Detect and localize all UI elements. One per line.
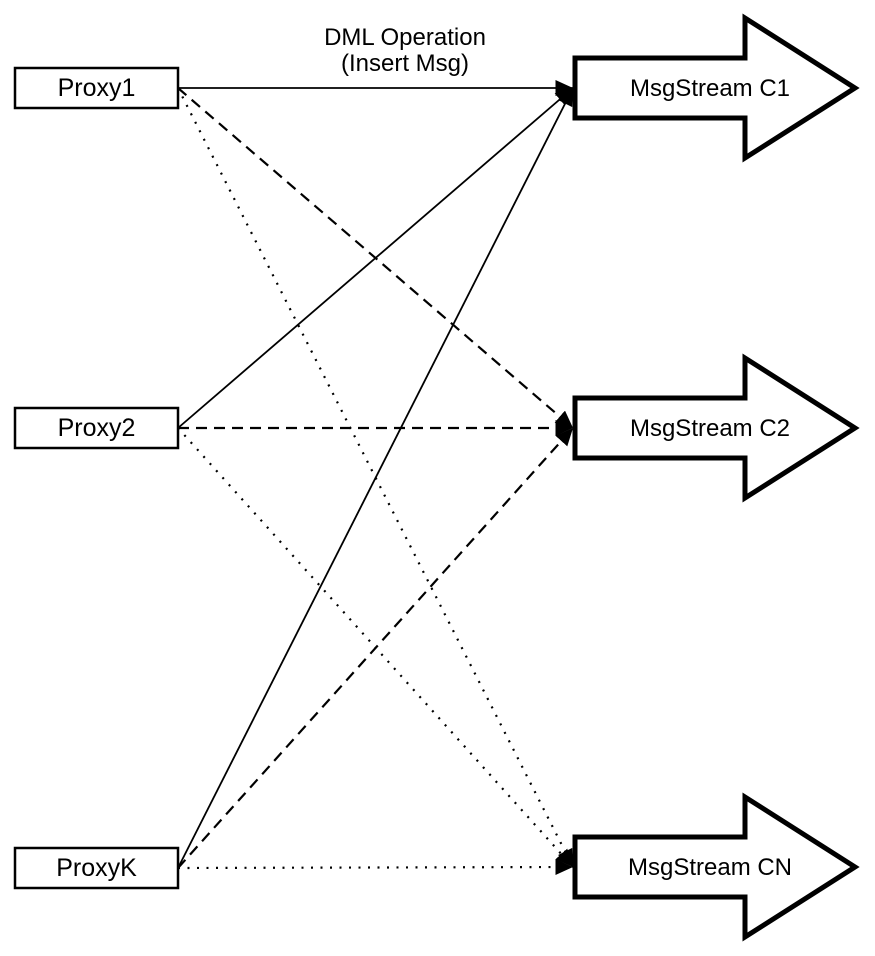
proxy1-box: [13, 66, 180, 110]
stream-c2: MsgStream C2: [572, 353, 860, 503]
edge-proxyk-c2: [177, 427, 574, 869]
stream-cn: MsgStream CN: [572, 792, 860, 942]
proxyk-box: [13, 846, 180, 890]
edge-proxyk-cn: [177, 859, 574, 876]
stream-c1-arrow-shape: [572, 13, 860, 163]
proxy2-box: [13, 406, 180, 450]
proxy2-label: Proxy2: [58, 414, 136, 442]
stream-c2-label: MsgStream C2: [630, 415, 790, 442]
stream-c1: MsgStream C1: [572, 13, 860, 163]
node-proxy1: Proxy1: [13, 66, 180, 110]
stream-c1-label: MsgStream C1: [630, 75, 790, 102]
stream-cn-label: MsgStream CN: [628, 854, 792, 881]
edge-proxyk-c1: [177, 87, 574, 869]
proxy1-label: Proxy1: [58, 74, 136, 102]
diagram-title-line1: DML Operation: [324, 24, 486, 51]
diagram-title-line2: (Insert Msg): [341, 50, 469, 77]
edge-layer: [177, 80, 574, 876]
node-proxy2: Proxy2: [13, 406, 180, 450]
node-proxyk: ProxyK: [13, 846, 180, 890]
stream-c2-arrow-shape: [572, 353, 860, 503]
stream-cn-arrow-shape: [572, 792, 860, 942]
edge-proxy2-c1: [177, 87, 574, 429]
proxyk-label: ProxyK: [56, 854, 137, 882]
